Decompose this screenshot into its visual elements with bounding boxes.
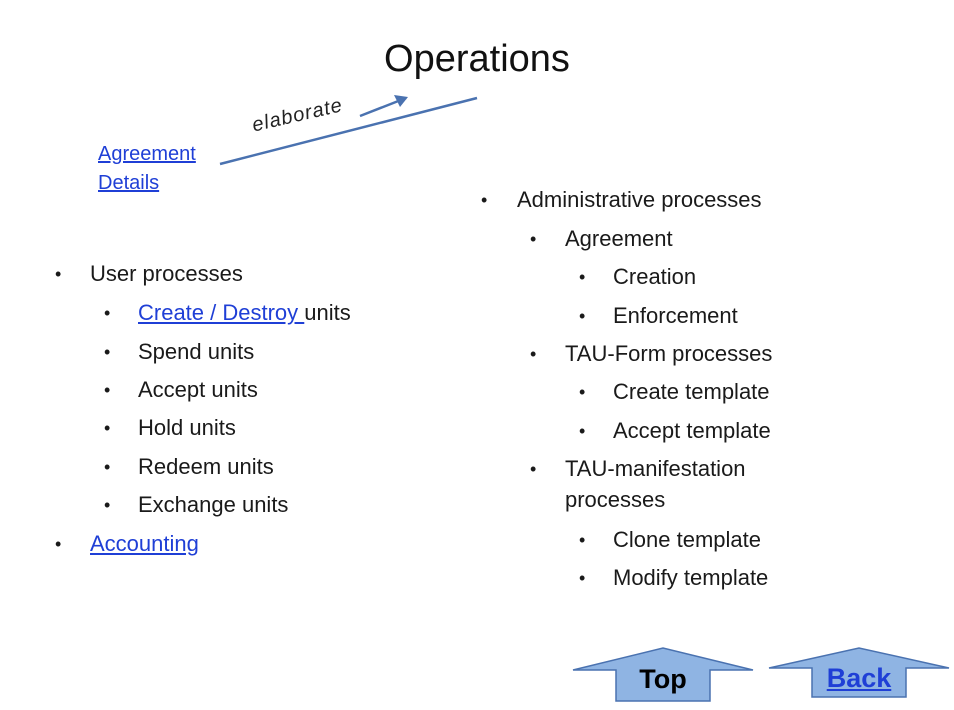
agreement-details-line2[interactable]: Details — [98, 172, 160, 194]
bullet: • — [481, 190, 488, 210]
bullet: • — [55, 534, 62, 554]
list-item-tau-form-processes: TAU-Form processes — [565, 341, 773, 366]
list-item-tau-manifestation-line1: TAU-manifestation — [565, 456, 746, 481]
bullet: • — [579, 306, 586, 326]
bullet: • — [579, 382, 586, 402]
bullet: • — [104, 380, 111, 400]
top-button[interactable]: Top — [570, 646, 756, 704]
bullet: • — [530, 344, 537, 364]
top-button-label[interactable]: Top — [639, 664, 687, 694]
bullet: • — [104, 495, 111, 515]
create-destroy-link[interactable]: Create / Destroy — [138, 300, 305, 325]
list-item-modify-template: Modify template — [613, 565, 769, 590]
bullet: • — [104, 342, 111, 362]
bullet: • — [530, 459, 537, 479]
list-item-clone-template: Clone template — [613, 527, 761, 552]
bullet: • — [104, 418, 111, 438]
bullet: • — [579, 421, 586, 441]
list-item-create-template: Create template — [613, 379, 770, 404]
up-arrow-icon — [768, 647, 950, 698]
agreement-details-link[interactable]: Agreement Details — [98, 140, 196, 198]
bullet: • — [579, 530, 586, 550]
list-item-enforcement: Enforcement — [613, 303, 738, 328]
elaborate-arrow-icon — [219, 95, 478, 166]
list-item-exchange-units: Exchange units — [138, 492, 289, 517]
create-destroy-suffix: units — [304, 300, 351, 325]
up-arrow-icon — [572, 647, 754, 702]
list-item-accept-units: Accept units — [138, 377, 258, 402]
list-item-agreement: Agreement — [565, 226, 673, 251]
list-item-accept-template: Accept template — [613, 418, 771, 443]
back-button[interactable]: Back — [766, 646, 952, 700]
list-item-hold-units: Hold units — [138, 415, 236, 440]
list-item-user-processes: User processes — [90, 261, 243, 286]
agreement-details-line1[interactable]: Agreement — [98, 143, 196, 165]
page-title: Operations — [384, 38, 570, 80]
back-button-label[interactable]: Back — [826, 663, 892, 693]
list-item-tau-manifestation-line2: processes — [565, 487, 666, 512]
bullet: • — [104, 303, 111, 323]
list-item-spend-units: Spend units — [138, 339, 255, 364]
list-item-administrative-processes: Administrative processes — [517, 187, 762, 212]
accounting-link[interactable]: Accounting — [90, 531, 199, 556]
list-item-creation: Creation — [613, 264, 697, 289]
list-item-create-destroy: Create / Destroy units — [138, 299, 351, 327]
bullet: • — [104, 457, 111, 477]
bullet: • — [55, 264, 62, 284]
bullet: • — [530, 229, 537, 249]
bullet: • — [579, 568, 586, 588]
list-item-redeem-units: Redeem units — [138, 454, 274, 479]
bullet: • — [579, 267, 586, 287]
